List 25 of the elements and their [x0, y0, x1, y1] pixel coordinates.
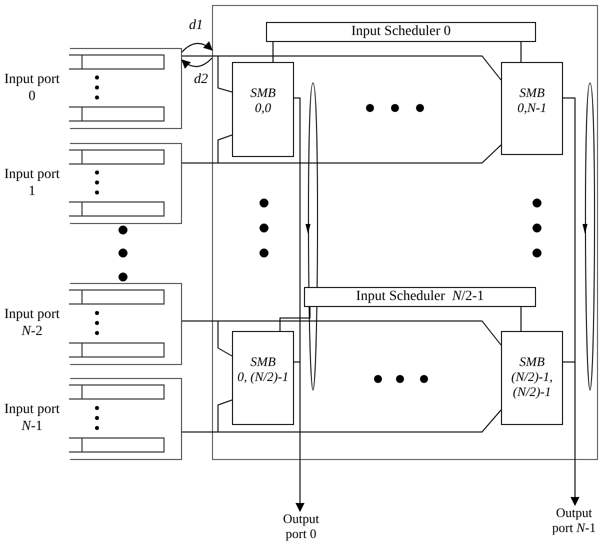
connector-line — [280, 306, 310, 332]
arrow — [181, 58, 212, 69]
switch-memory-block: SMB 0,0 — [232, 62, 294, 157]
switch-memory-block: SMB (N/2)-1, (N/2)-1 — [501, 331, 563, 425]
switch-frame — [212, 5, 598, 460]
input-port-label: Input port N-2 — [3, 306, 61, 341]
scheduler-box: Input Scheduler N/2-1 — [304, 287, 536, 307]
switch-memory-block: SMB 0,N-1 — [501, 62, 563, 155]
switch-memory-block: SMB 0, (N/2)-1 — [232, 331, 294, 425]
scheduler-box: Input Scheduler 0 — [266, 22, 536, 42]
connector-line — [272, 42, 274, 62]
connector-line — [520, 42, 522, 62]
connector-line — [182, 320, 502, 346]
input-port-label: Input port 0 — [3, 70, 61, 106]
output-port-label: Output port 0 — [272, 511, 330, 542]
arrow — [294, 362, 304, 512]
arrow — [182, 41, 213, 52]
connector-line — [182, 56, 502, 80]
connector-line — [182, 144, 502, 164]
arrow — [562, 362, 580, 506]
input-port-label: Input port N-1 — [3, 401, 61, 436]
output-port-label: Output port N-1 — [548, 505, 600, 539]
connector-line — [182, 410, 502, 432]
connector-line — [520, 306, 522, 332]
input-port-label: Input port 1 — [3, 166, 61, 200]
